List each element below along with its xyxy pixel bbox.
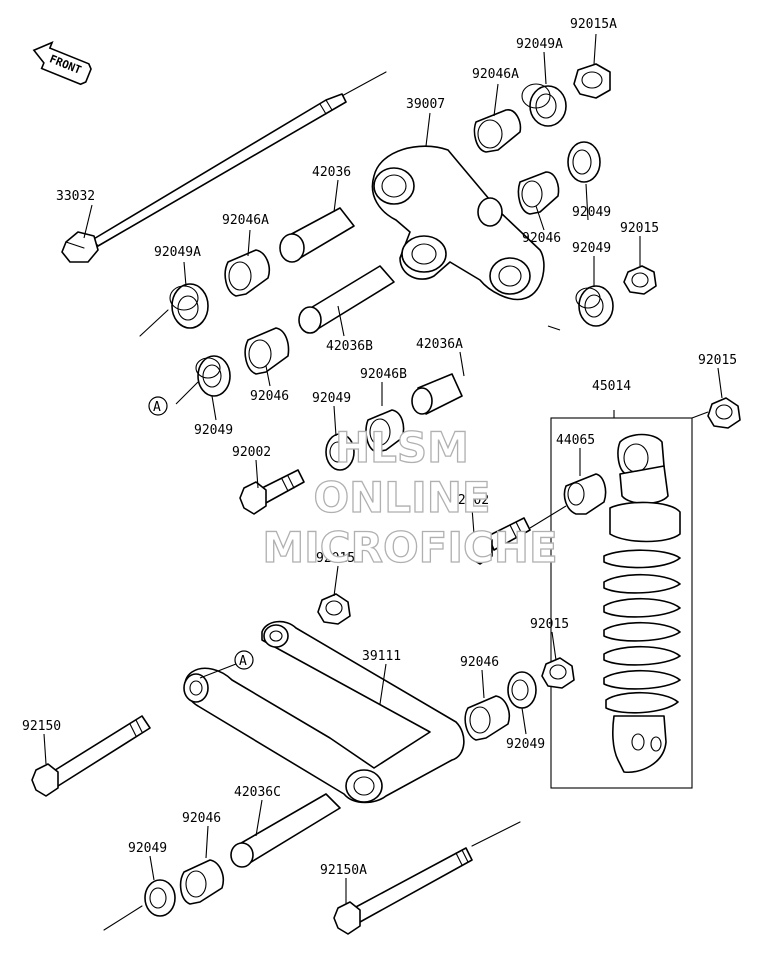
bearing-92046A-top (473, 109, 522, 153)
label-92046B: 92046B (360, 367, 407, 382)
label-92046A-left: 92046A (222, 213, 269, 228)
label-92015-low: 92015 (530, 617, 569, 632)
watermark-line3: MICROFICHE (262, 523, 557, 572)
label-92002-right: 92002 (450, 493, 489, 508)
label-92015A: 92015A (570, 17, 617, 32)
sleeve-42036A (411, 373, 463, 415)
collar-92049-low (507, 671, 537, 709)
watermark-line2: ONLINE (313, 473, 490, 522)
shock-absorber-45014 (550, 410, 693, 789)
nut-92015-right (623, 265, 657, 295)
ref-marker-a-top: A (148, 396, 168, 416)
label-92049A-left: 92049A (154, 245, 201, 260)
nut-92015A (573, 63, 611, 99)
collar-92049A-top (521, 83, 567, 127)
axle-33032 (61, 71, 387, 263)
collar-92049-left (175, 355, 231, 405)
collar-92049-bottom (103, 879, 176, 931)
callout-labels: 33032 39007 92015A 92049A 92046A 42036 9… (22, 17, 737, 878)
label-42036: 42036 (312, 165, 351, 180)
nut-92015-shock (707, 397, 741, 429)
label-92015-right: 92015 (620, 221, 659, 236)
collar-92049-right (567, 141, 601, 183)
sleeve-42036C (230, 793, 341, 868)
nut-92015-mid (317, 593, 351, 625)
bearing-92046A-left (224, 249, 271, 297)
label-92049-right: 92049 (572, 205, 611, 220)
bolt-92002-left (239, 469, 305, 515)
label-92049-low: 92049 (506, 737, 545, 752)
label-92150A: 92150A (320, 863, 367, 878)
bearing-92046-bottom (179, 859, 225, 905)
ref-marker-a-bottom: A (199, 650, 254, 679)
label-42036C: 42036C (234, 785, 281, 800)
collar-92049-right2 (575, 285, 614, 327)
label-39007: 39007 (406, 97, 445, 112)
label-92015-shock: 92015 (698, 353, 737, 368)
label-92049-bottom: 92049 (128, 841, 167, 856)
label-42036B: 42036B (326, 339, 373, 354)
ref-marker-a-bottom-label: A (239, 654, 247, 669)
label-92049-right2: 92049 (572, 241, 611, 256)
label-92049A-top: 92049A (516, 37, 563, 52)
label-92150: 92150 (22, 719, 61, 734)
label-92046-bottom: 92046 (182, 811, 221, 826)
label-92046-low: 92046 (460, 655, 499, 670)
bearing-92046-low (464, 695, 511, 741)
label-92049-left: 92049 (194, 423, 233, 438)
label-44065: 44065 (556, 433, 595, 448)
label-39111: 39111 (362, 649, 401, 664)
front-arrow: FRONT (32, 41, 92, 86)
bearing-92046B (365, 409, 405, 453)
sleeve-42036B (298, 265, 395, 334)
nut-92015-low (541, 657, 575, 689)
label-92015-mid: 92015 (316, 551, 355, 566)
label-45014: 45014 (592, 379, 631, 394)
watermark: HLSM ONLINE MICROFICHE (262, 422, 559, 572)
collar-92049-mid (325, 433, 355, 471)
sleeve-42036 (279, 207, 355, 263)
bolt-92150A (333, 821, 521, 935)
bolt-92150 (31, 715, 151, 797)
label-92046A-top: 92046A (472, 67, 519, 82)
label-92046-left: 92046 (250, 389, 289, 404)
label-42036A: 42036A (416, 337, 463, 352)
label-92002-left: 92002 (232, 445, 271, 460)
collar-92049A-left (139, 283, 209, 337)
bearing-92046-left (244, 327, 290, 375)
watermark-line1: HLSM (335, 423, 469, 472)
bearing-92046-right (517, 171, 560, 215)
label-33032: 33032 (56, 189, 95, 204)
link-39111 (183, 620, 465, 804)
bolt-92002-right (465, 517, 531, 565)
ref-marker-a-top-label: A (153, 400, 161, 415)
leader-lines (43, 33, 723, 904)
collar-44065 (563, 473, 607, 515)
label-92049-mid: 92049 (312, 391, 351, 406)
label-92046-right: 92046 (522, 231, 561, 246)
link-arm-39007 (371, 145, 545, 301)
